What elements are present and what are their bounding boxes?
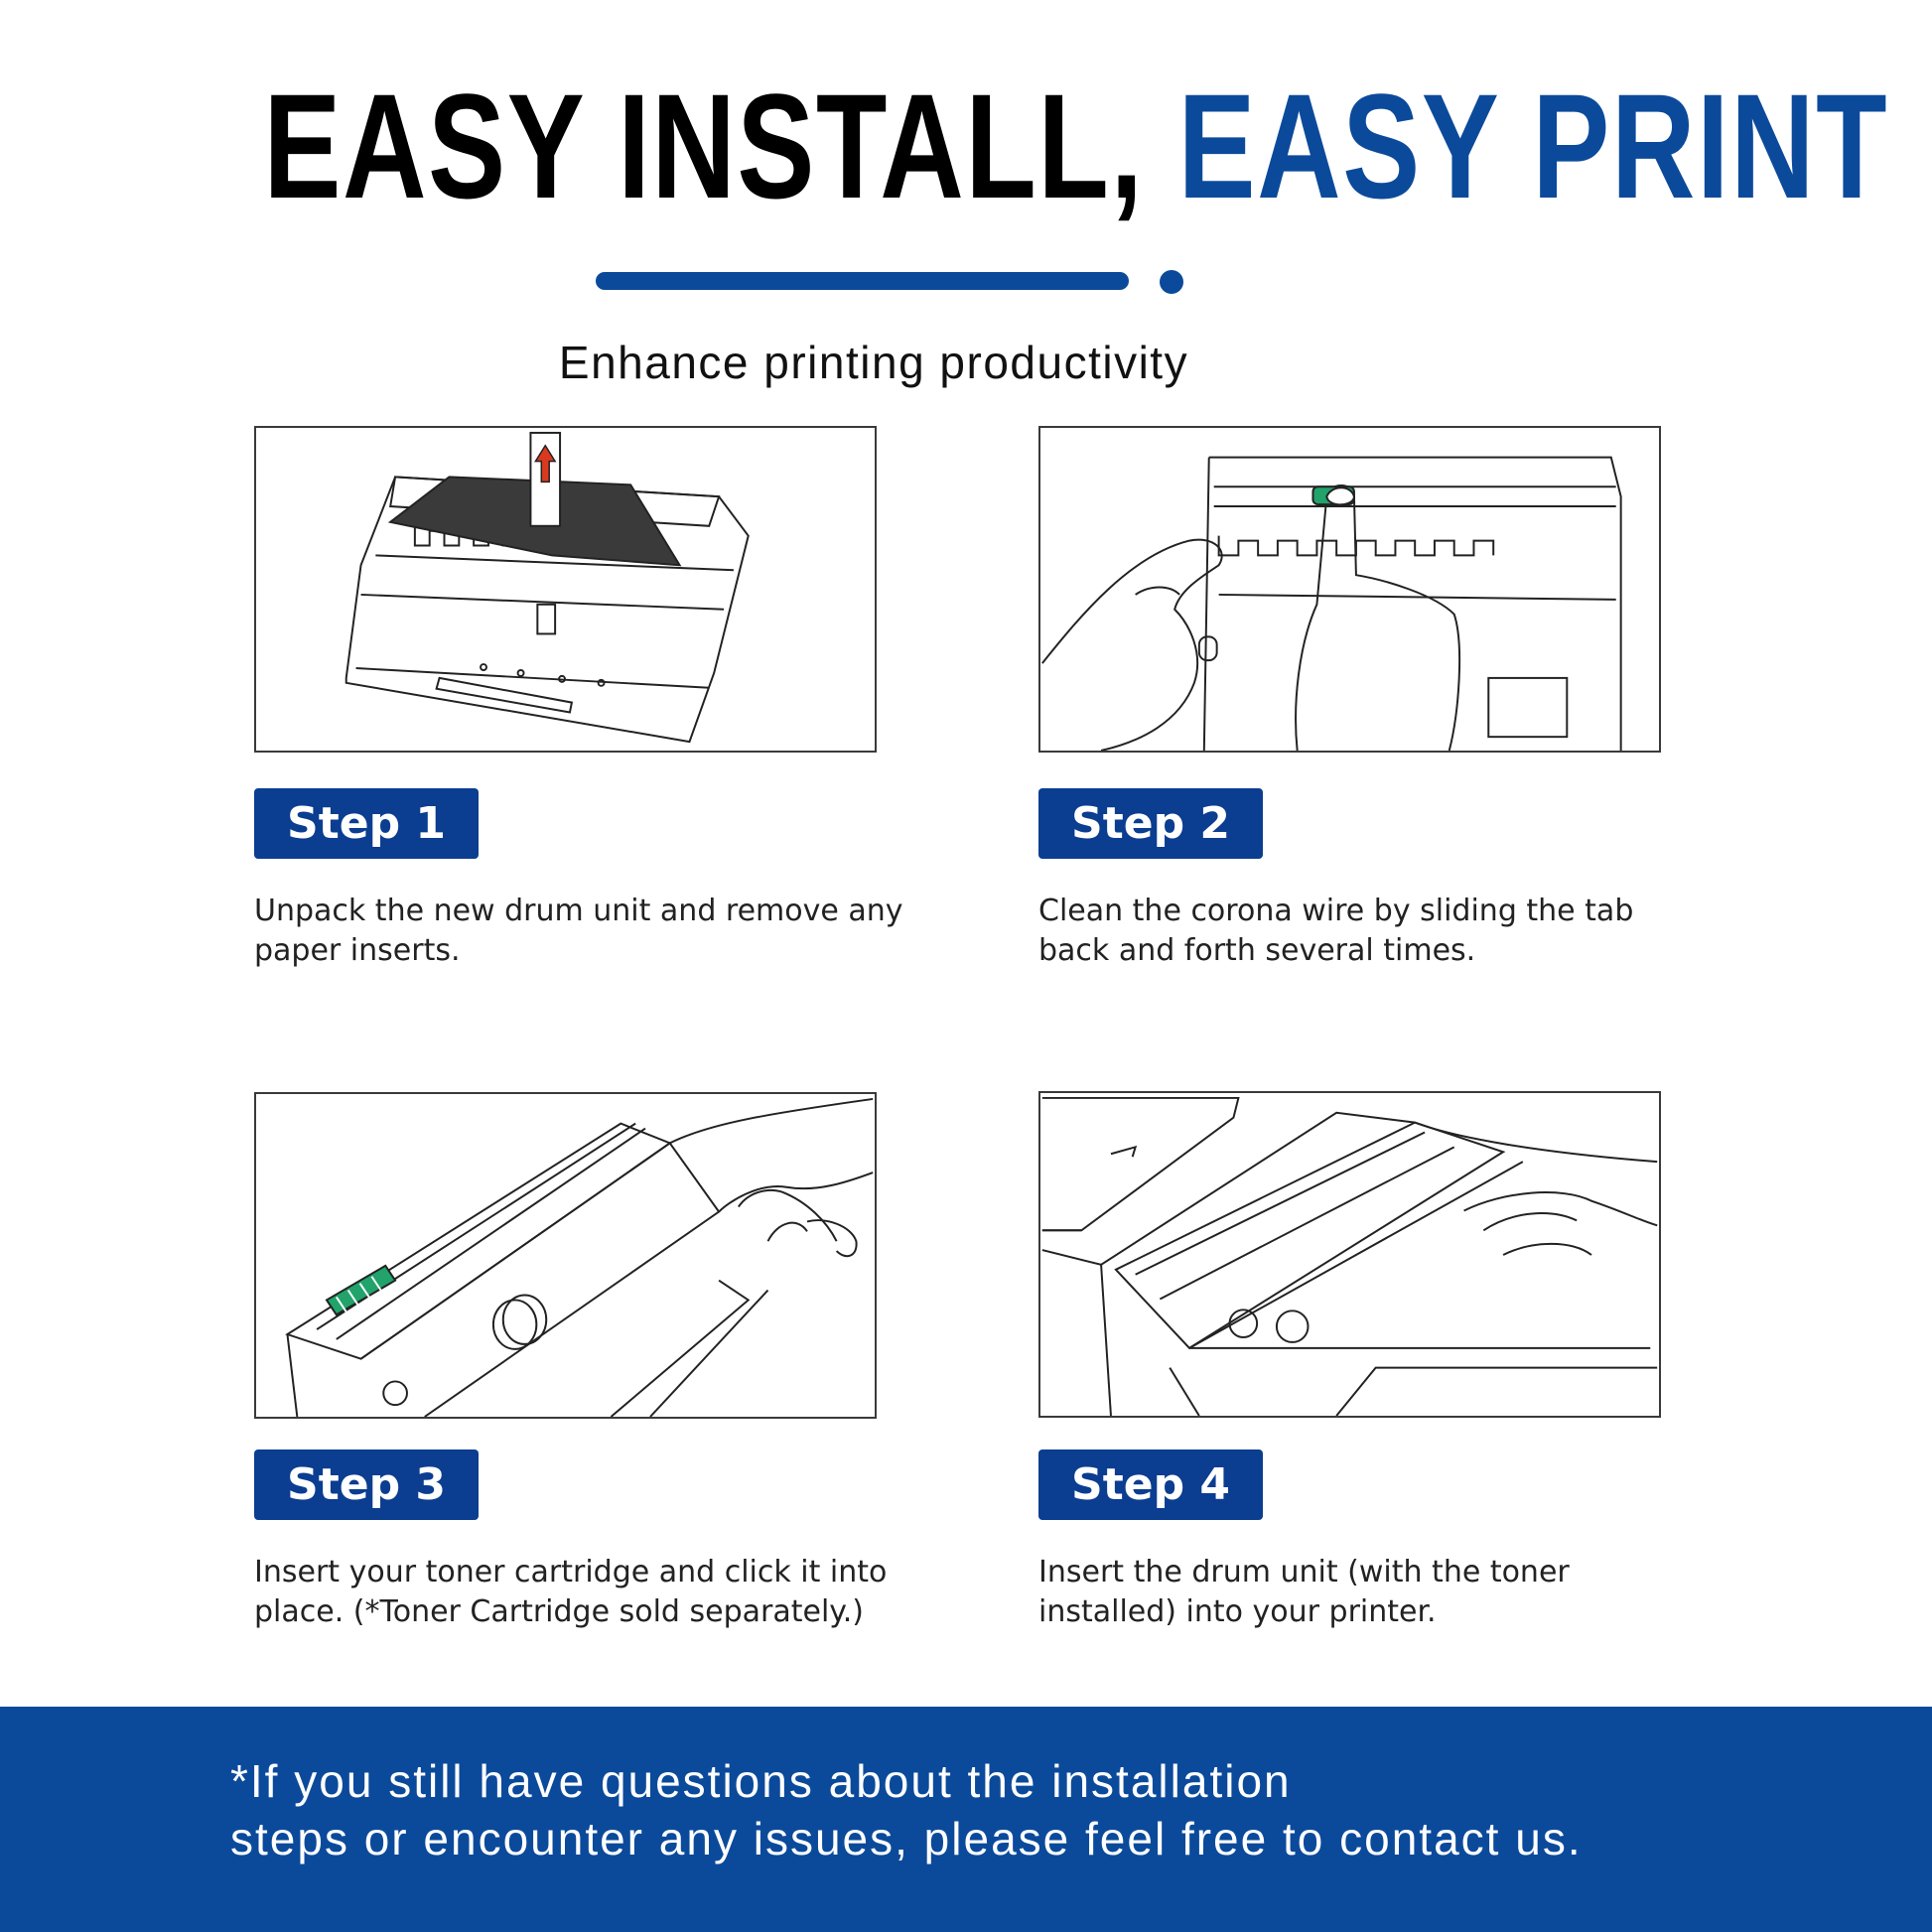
title-black: EASY INSTALL,	[263, 63, 1178, 229]
drum-unit-paper-insert-icon	[345, 431, 750, 744]
step-4-description: Insert the drum unit (with the toner ins…	[1038, 1555, 1570, 1629]
step-2-illustration	[1038, 426, 1661, 753]
printer-insert-icon	[1041, 1096, 1658, 1416]
toner-insert-icon	[285, 1097, 874, 1417]
divider-dot	[1160, 270, 1183, 294]
step-1-description: Unpack the new drum unit and remove any …	[254, 894, 903, 968]
footer-banner: *If you still have questions about the i…	[0, 1707, 1932, 1932]
step-2-description: Clean the corona wire by sliding the tab…	[1038, 894, 1634, 968]
footer-line-1: *If you still have questions about the i…	[230, 1755, 1292, 1807]
step-3-badge: Step 3	[254, 1449, 479, 1520]
step-2-badge: Step 2	[1038, 788, 1263, 859]
step-4-illustration	[1038, 1091, 1661, 1418]
footer-line-2: steps or encounter any issues, please fe…	[230, 1813, 1583, 1864]
title-blue: EASY PRINT	[1177, 63, 1889, 229]
step-3-description: Insert your toner cartridge and click it…	[254, 1555, 888, 1629]
step-1-badge: Step 1	[254, 788, 479, 859]
page-title: EASY INSTALL, EASY PRINT	[263, 71, 1886, 220]
step-1-illustration	[254, 426, 877, 753]
step-3-illustration	[254, 1092, 877, 1419]
step-4-badge: Step 4	[1038, 1449, 1263, 1520]
divider-bar	[596, 272, 1129, 290]
corona-wire-cleaning-icon	[1041, 456, 1622, 751]
subtitle: Enhance printing productivity	[558, 337, 1189, 388]
